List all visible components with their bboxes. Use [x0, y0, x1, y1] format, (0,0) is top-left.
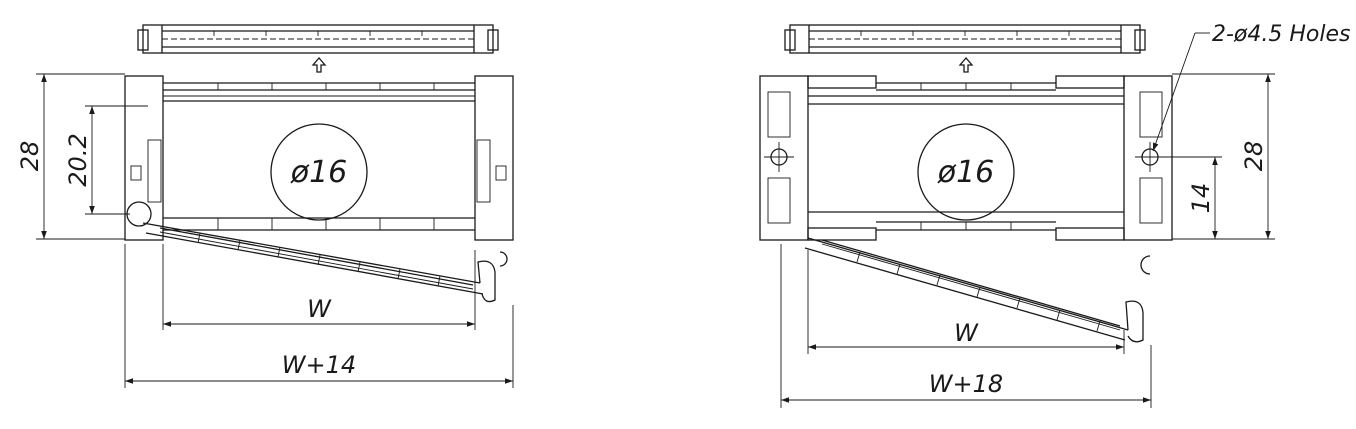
right-diameter-label: ø16	[937, 155, 995, 190]
left-open-lid	[142, 222, 508, 303]
left-dim-28	[36, 73, 125, 240]
left-lift-arrow-icon	[311, 57, 327, 73]
left-top-cover	[137, 24, 499, 54]
left-dim-28-label: 28	[16, 141, 44, 172]
right-dim-28-label: 28	[1240, 141, 1268, 172]
left-view: ø16 28 20.2 W W+14	[16, 24, 514, 388]
right-dim-w18	[780, 244, 1152, 408]
left-dim-w14-label: W+14	[282, 351, 356, 379]
right-holes-leader	[1152, 32, 1210, 152]
right-dim-14-label: 14	[1187, 183, 1215, 214]
right-open-lid	[804, 237, 1151, 343]
right-dim-28	[1172, 73, 1275, 240]
left-dim-w-label: W	[307, 295, 332, 323]
right-diameter-circle	[917, 123, 1015, 221]
right-dim-w-label: W	[954, 319, 979, 347]
left-dim-w	[162, 244, 476, 330]
right-dim-14	[1160, 156, 1222, 239]
left-body	[124, 75, 514, 241]
right-dim-w18-label: W+18	[929, 370, 1003, 398]
right-top-cover	[784, 24, 1146, 54]
right-lift-arrow-icon	[958, 57, 974, 73]
left-diameter-circle	[270, 123, 368, 221]
right-body	[759, 75, 1173, 241]
left-diameter-label: ø16	[290, 155, 348, 190]
left-dim-20-2	[85, 105, 148, 215]
left-dim-20-2-label: 20.2	[64, 133, 92, 186]
right-view: ø16 2-ø4.5 Holes 28 14 W	[759, 22, 1351, 408]
left-dim-w14	[124, 244, 514, 388]
right-holes-note: 2-ø4.5 Holes	[1212, 22, 1351, 47]
right-dim-w	[807, 250, 1125, 354]
